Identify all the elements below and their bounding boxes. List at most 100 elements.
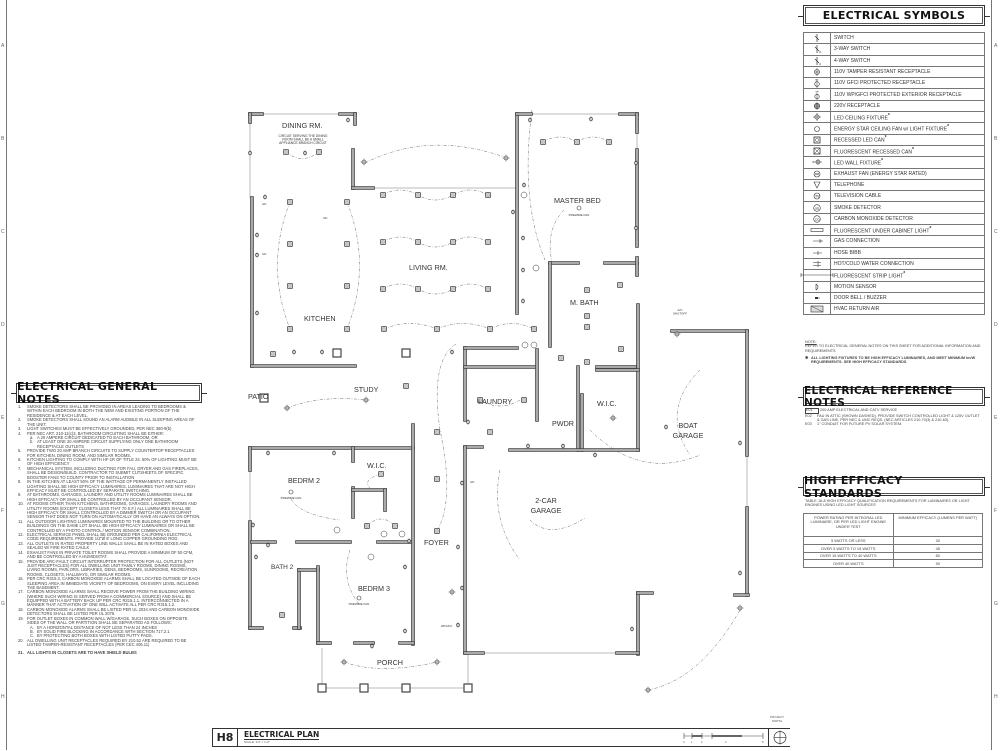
symbols-note-heading: NOTE: — [805, 340, 817, 344]
wp-gfci-label: WP/GFCI — [441, 624, 452, 628]
recessed-can-icon — [450, 192, 456, 198]
recessed-can-icon — [435, 430, 439, 434]
circuit-arc — [676, 369, 701, 456]
general-note: 19.FOR OUTLET BOXES IN COMMON WALL W/GAR… — [18, 616, 201, 639]
under-cabinet-light-icon — [803, 224, 831, 237]
general-note: 6.KITCHEN LIGHTING TO COMPLY WITH HF-1R … — [18, 457, 201, 467]
recessed-can-icon — [403, 383, 409, 389]
symbol-label: HOT/COLD WATER CONNECTION — [830, 257, 985, 271]
recessed-can-icon — [404, 384, 408, 388]
note-number: 20. — [18, 637, 24, 643]
recessed-can-icon — [451, 193, 455, 197]
wall-fixture-icon — [803, 156, 831, 169]
electrical-reference-notes-title: ELECTRICAL REFERENCE NOTES — [798, 385, 990, 409]
note-text: ELECTRICAL SERVICE PANEL SHALL BE GROUND… — [27, 532, 193, 542]
recessed-can-icon — [344, 241, 350, 247]
note-number: 16. — [18, 576, 24, 582]
smoke-detector-icon — [530, 341, 538, 349]
ceiling-fan-icon — [576, 205, 582, 211]
recessed-can-icon — [288, 242, 292, 246]
note-number: 10. — [18, 501, 24, 507]
recessed-can-icon — [607, 140, 611, 144]
circuit-arc — [647, 609, 741, 691]
symbol-label: TELEVISION CABLE — [830, 190, 985, 203]
telephone-icon — [803, 178, 831, 192]
recessed-can-icon — [316, 149, 322, 155]
note-text: PROVIDE TWO 20 AMP BRANCH CIRCUITS TO SU… — [27, 448, 195, 458]
water-connection-icon — [803, 257, 831, 271]
recessed-can-icon — [288, 200, 292, 204]
symbol-label: EXHAUST FAN (ENERGY STAR RATED) — [830, 167, 985, 180]
ceiling-fixture-icon — [736, 604, 744, 612]
circuit-arc — [346, 201, 360, 330]
symbols-note-text: REFER TO ELECTRICAL GENERAL NOTES ON THI… — [805, 344, 981, 353]
note-text: AT ROOMS OTHER THAN KITCHENS, BATHROOMS,… — [27, 501, 201, 520]
recessed-can-icon — [416, 193, 420, 197]
3-way-switch-icon: 3 — [803, 43, 831, 56]
svg-text:4: 4 — [819, 62, 821, 66]
symbol-row: RECESSED LED CAN* — [803, 133, 985, 146]
note-number: 17. — [18, 589, 24, 595]
border-row-label: H — [994, 694, 998, 700]
circuit-arc — [549, 209, 565, 263]
reference-text: 200 AMP ELECTRICAL AND CATV SERVICE — [820, 408, 898, 412]
border-row-label: C — [1, 229, 5, 235]
table-header-row: POWER RATING PER INTEGRAL LED LUMINAIRE,… — [803, 513, 983, 537]
recessed-can-icon — [584, 287, 590, 293]
asterisk-icon: * — [884, 135, 887, 142]
circuit-arc — [527, 109, 546, 261]
4-way-switch-icon: 4 — [803, 54, 831, 67]
ac-shutoff-note: A/C — [677, 308, 683, 312]
recessed-can-icon — [344, 283, 350, 289]
hvac-return-icon — [803, 303, 831, 316]
general-note: 20.ALL DWELLING UNIT RECEPTACLES REQUIRE… — [18, 637, 201, 648]
ceiling-fan-icon — [356, 595, 362, 601]
recessed-can-icon — [287, 199, 293, 205]
recessed-can-icon — [380, 239, 386, 245]
reference-text: FAU IN ATTIC (SHOWN DASHED). PROVIDE SWI… — [817, 413, 980, 422]
exhaust-fan-icon — [803, 167, 831, 180]
ceiling-fixture-icon — [609, 414, 617, 422]
smoke-detector-icon — [333, 526, 341, 534]
recessed-can-icon — [488, 430, 492, 434]
symbol-row: 4 4-WAY SWITCH — [803, 54, 985, 67]
dining-circuit-note: ROOM SHALL BE A SMALL — [282, 138, 323, 142]
recessed-can-icon — [585, 314, 589, 318]
symbol-label: SMOKE DETECTOR — [830, 201, 985, 214]
general-note-subitem: A.BY A HORIZONTAL DISTANCE OF NOT LESS T… — [30, 624, 158, 630]
border-row-label: E — [994, 415, 998, 421]
room-label-foyer: FOYER — [424, 538, 449, 547]
symbol-label: MOTION SENSOR — [830, 280, 985, 293]
recessed-can-icon — [381, 240, 385, 244]
general-note-subitem: b.AT LEAST ONE 20 AMPERE CIRCUIT SUPPLYI… — [30, 439, 179, 449]
border-row-label: C — [994, 229, 998, 235]
tv-cable-icon: TV — [803, 190, 831, 203]
general-note: 10.AT ROOMS OTHER THAN KITCHENS, BATHROO… — [18, 502, 201, 519]
recessed-can-icon — [451, 240, 455, 244]
north-arrow-box — [768, 729, 791, 746]
recessed-can-icon — [344, 326, 350, 332]
recessed-can-icon — [415, 239, 421, 245]
electrical-symbols-title: ELECTRICAL SYMBOLS — [798, 5, 990, 26]
wp-gfci-receptacle-icon: WP — [803, 88, 831, 101]
svg-text:GFI: GFI — [815, 80, 819, 82]
symbol-row: MOTION SENSOR — [803, 280, 985, 293]
circuit-arc — [285, 151, 320, 159]
scale-tick-label: 1 — [691, 740, 693, 744]
general-note: 3.LIGHT SWITCHES MUST BE EFFECTIVELY GRO… — [18, 426, 201, 431]
recessed-can-icon — [558, 355, 564, 361]
drawing-title: ELECTRICAL PLAN — [244, 730, 320, 740]
asterisk-icon: * — [881, 158, 884, 165]
recessed-can-icon — [522, 398, 526, 402]
room-label-garage: 2-CAR — [535, 496, 557, 505]
note-text: PROVIDE ARC-FAULT CIRCUIT INTERRUPTER PR… — [27, 558, 198, 577]
ceiling-fixture-icon — [502, 154, 510, 162]
symbol-label: 110V GFCI PROTECTED RECEPTACLE — [830, 77, 985, 90]
note-text: EXHAUST FANS IN PRIVATE TOILET ROOMS SHA… — [27, 549, 194, 560]
recessed-can-icon — [344, 199, 350, 205]
hose-bibb-icon — [803, 246, 831, 259]
recessed-can-icon — [619, 347, 623, 351]
